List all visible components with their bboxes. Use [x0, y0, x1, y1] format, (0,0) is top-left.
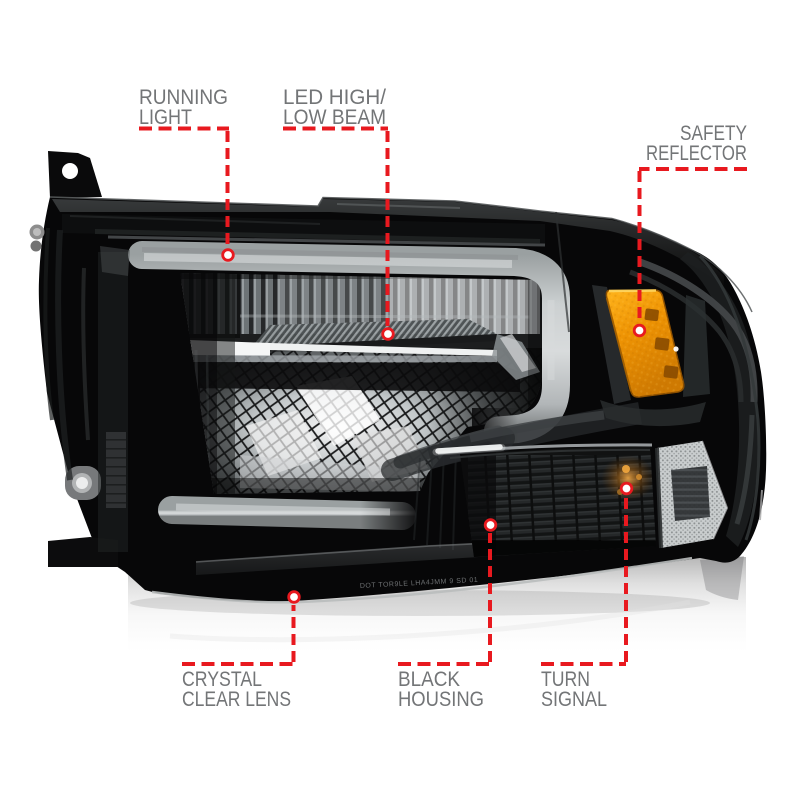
svg-text:LIGHT: LIGHT — [139, 106, 192, 129]
svg-text:CLEAR LENS: CLEAR LENS — [182, 688, 291, 711]
svg-text:BLACK: BLACK — [398, 668, 460, 691]
svg-text:CRYSTAL: CRYSTAL — [182, 668, 262, 691]
svg-text:TURN: TURN — [541, 668, 590, 691]
svg-text:LOW BEAM: LOW BEAM — [283, 106, 386, 129]
svg-text:RUNNING: RUNNING — [139, 86, 228, 109]
svg-text:SAFETY: SAFETY — [680, 122, 747, 145]
svg-text:SIGNAL: SIGNAL — [541, 688, 607, 711]
svg-text:HOUSING: HOUSING — [398, 688, 484, 711]
svg-text:REFLECTOR: REFLECTOR — [646, 142, 747, 165]
svg-text:LED HIGH/: LED HIGH/ — [283, 86, 386, 109]
